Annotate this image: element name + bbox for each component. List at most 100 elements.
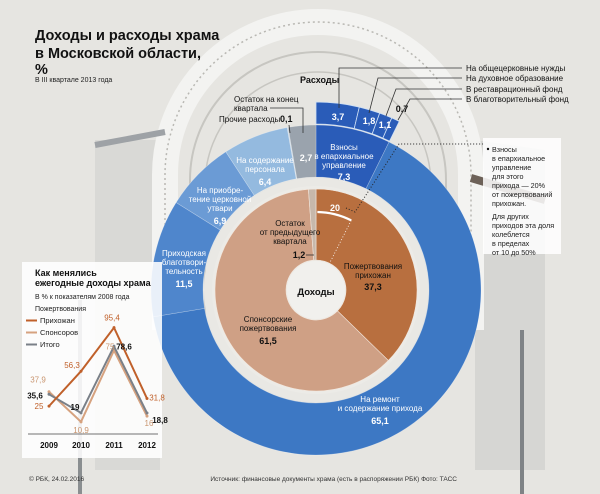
expense-label-repair: На ремонт и содержание прихода 65,1 [338, 395, 423, 426]
series-line-0 [48, 325, 148, 407]
note-line: от пожертвований [492, 190, 552, 199]
label-line: Прочие расходы [219, 115, 281, 124]
data-label: 35,6 [27, 391, 43, 400]
inset-subtitle: В % к показателям 2008 года [35, 294, 130, 301]
breakdown-value: 1,8 [363, 116, 376, 126]
breakdown-value: 3,7 [332, 112, 345, 122]
expenses-title: Расходы [300, 75, 340, 85]
expense-label-remainder: Остаток на конец квартала 2,7 [234, 95, 312, 163]
data-point [47, 392, 51, 396]
data-point [47, 390, 51, 394]
legend-label: Итого [40, 340, 60, 349]
value-label: 7,3 [338, 172, 351, 182]
label-line: Спонсорские [244, 315, 293, 324]
label-line: от предыдущего [260, 228, 321, 237]
data-label: 37,9 [30, 376, 46, 385]
label-line: Остаток [275, 219, 305, 228]
income-title: Доходы [297, 287, 334, 298]
breakdown-value: 1,1 [379, 120, 392, 130]
note-box [483, 138, 561, 254]
label-line: На приобре- [197, 186, 244, 195]
series-line-1 [48, 348, 148, 424]
breakdown-legend: 3,7 1,8 1,1 0,7 На общецерковные нужды Н… [332, 64, 569, 130]
label-line: персонала [245, 165, 285, 174]
legend-label: Спонсоров [40, 328, 78, 337]
data-point [112, 326, 116, 330]
label-line: квартала [234, 104, 268, 113]
data-label: 18,8 [152, 416, 168, 425]
expense-label-utensils: На приобре- тение церковной утвари 6,9 [189, 186, 252, 226]
label-line: пожертвования [240, 324, 297, 333]
data-label: 25 [35, 402, 44, 411]
value-label: 0,1 [280, 114, 293, 124]
label-line: управление [322, 161, 366, 170]
legend-item: На общецерковные нужды [466, 64, 565, 73]
data-point [145, 411, 149, 415]
data-point [79, 411, 83, 415]
expense-segment [225, 127, 297, 196]
note-line: для этого [492, 172, 523, 181]
data-label: 19 [71, 403, 80, 412]
note-line: Взносы [492, 145, 517, 154]
income-label-parish: Пожертвования прихожан 37,3 [344, 262, 402, 292]
income-segment [214, 188, 389, 392]
label-line: На содержание [236, 156, 294, 165]
expense-segment [152, 141, 482, 456]
series-line-2 [48, 344, 148, 415]
expense-label-other: Прочие расходы 0,1 [219, 114, 293, 134]
label-line: тельность [165, 267, 202, 276]
income-label-sponsor: Спонсорские пожертвования 61,5 [240, 315, 297, 346]
note-line: управление [492, 163, 531, 172]
note-line: в епархиальное [492, 154, 545, 163]
value-label: 1,2 [293, 250, 306, 260]
label-line: тение церковной [189, 195, 252, 204]
label-line: На ремонт [360, 395, 400, 404]
data-label: 16 [145, 419, 154, 428]
x-tick-label: 2011 [105, 441, 123, 450]
data-label: 56,3 [64, 361, 80, 370]
value-label: 61,5 [259, 336, 277, 346]
note-line: колеблется [492, 230, 530, 239]
donut-chart [150, 101, 482, 456]
x-tick-label: 2010 [72, 441, 90, 450]
label-line: прихожан [355, 271, 391, 280]
data-point [79, 420, 83, 424]
data-point [112, 344, 116, 348]
income-segment [308, 188, 317, 261]
expense-segment [175, 151, 255, 231]
income-center [287, 261, 345, 319]
inset-title-1: Как менялись [35, 268, 97, 278]
label-line: Приходская [162, 249, 206, 258]
data-label: 78,6 [116, 342, 132, 351]
value-label: 65,1 [371, 416, 389, 426]
legend-item: В благотворительный фонд [466, 95, 569, 104]
copyright: © РБК, 24.02.2016 [29, 475, 85, 483]
note-line: приходов эта доля [492, 221, 554, 230]
expense-segment [287, 124, 317, 179]
note-line: Для других [492, 212, 529, 221]
data-point [145, 414, 149, 418]
title-line-2: в Московской области, [35, 46, 201, 62]
subtitle: В III квартале 2013 года [35, 77, 112, 84]
data-label: 95,4 [104, 314, 120, 323]
breakdown-segment [382, 117, 400, 142]
highlight-value: 20 [330, 203, 340, 213]
data-label: 10,9 [73, 426, 89, 435]
expense-label-charity: Приходская благотвори- тельность 11,5 [162, 249, 207, 289]
label-line: утвари [207, 204, 232, 213]
note-line: от 10 до 50% [492, 248, 536, 257]
note-line: прихожан. [492, 199, 526, 208]
label-line: Пожертвования [344, 262, 402, 271]
value-label: 37,3 [364, 282, 382, 292]
breakdown-value: 0,7 [396, 104, 409, 114]
legend-label: Прихожан [40, 316, 75, 325]
label-line: Взносы [330, 143, 358, 152]
expense-label-staff: На содержание персонала 6,4 [236, 156, 294, 187]
x-tick-label: 2009 [40, 441, 58, 450]
source: Источник: финансовые документы храма (ес… [210, 476, 457, 483]
highlight-arc [317, 210, 352, 222]
data-label: 75 [106, 342, 115, 351]
value-label: 6,9 [214, 216, 227, 226]
